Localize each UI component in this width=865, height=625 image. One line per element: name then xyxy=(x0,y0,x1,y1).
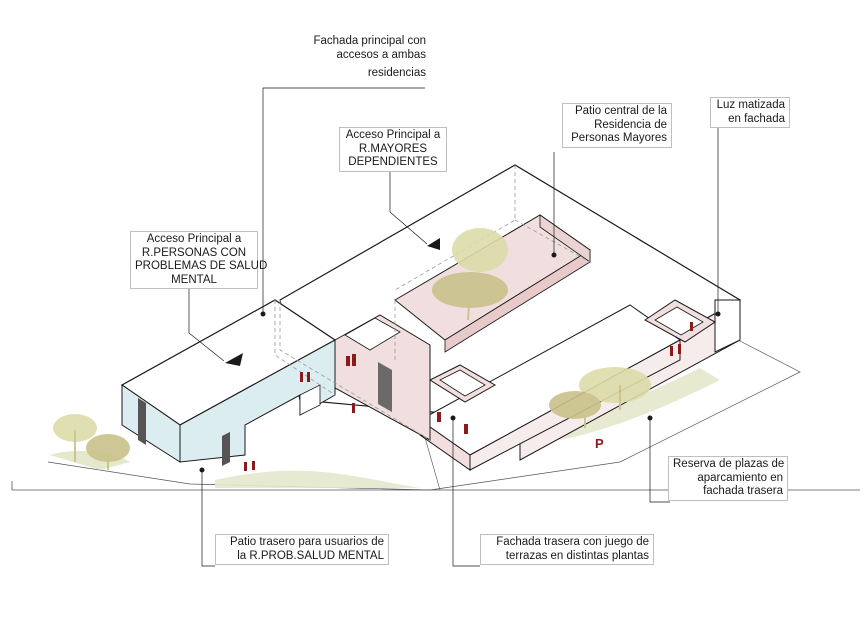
label-luz-matizada: Luz matizada en fachada xyxy=(710,97,790,128)
label-line: la R.PROB.SALUD MENTAL xyxy=(237,549,384,562)
parking-symbol: P xyxy=(595,436,604,451)
label-line: Luz matizada xyxy=(716,99,785,111)
wall-right-end xyxy=(714,299,741,353)
label-acceso-mayores: Acceso Principal a R.MAYORES DEPENDIENTE… xyxy=(339,127,447,172)
label-patio-central: Patio central de la Residencia de Person… xyxy=(562,103,672,148)
label-line: residencias xyxy=(367,67,426,79)
label-line: aparcamiento en xyxy=(697,471,783,484)
label-line: Patio central de la xyxy=(574,105,667,117)
label-line: R.PERSONAS CON xyxy=(141,246,247,259)
access-arrow-salud xyxy=(225,353,243,366)
lawn-front xyxy=(215,470,420,488)
label-reserva-plazas: Reserva de plazas de aparcamiento en fac… xyxy=(668,456,788,501)
label-line: Residencia de xyxy=(594,118,667,131)
label-line: Patio trasero para usuarios de xyxy=(229,536,384,548)
label-fachada-trasera: Fachada trasera con juego de terrazas en… xyxy=(480,534,654,565)
label-line: Acceso Principal a xyxy=(146,233,242,245)
stair-window xyxy=(378,362,392,412)
label-line: Personas Mayores xyxy=(571,132,667,144)
label-line: terrazas en distintas plantas xyxy=(505,549,649,562)
label-line: Acceso Principal a xyxy=(345,129,441,141)
trees xyxy=(53,228,651,470)
label-line: accesos a ambas xyxy=(336,48,427,61)
label-line: en fachada xyxy=(728,112,785,125)
human-figures xyxy=(244,322,693,471)
label-line: PROBLEMAS DE SALUD xyxy=(135,260,268,272)
label-fachada-principal: Fachada principal con accesos a ambas re… xyxy=(300,35,426,81)
label-line: Fachada principal con xyxy=(313,35,426,47)
dashed-volumes xyxy=(274,165,591,441)
leader-dots xyxy=(199,252,721,473)
label-line: fachada trasera xyxy=(703,485,783,497)
site-outline xyxy=(47,339,801,491)
access-arrow-mayores xyxy=(427,238,440,250)
label-line: Reserva de plazas de xyxy=(673,458,785,470)
label-line: R.MAYORES xyxy=(358,142,428,155)
leader-lines xyxy=(188,87,719,567)
label-acceso-salud: Acceso Principal a R.PERSONAS CON PROBLE… xyxy=(130,231,268,289)
label-line: MENTAL xyxy=(171,273,217,286)
label-line: DEPENDIENTES xyxy=(348,156,438,168)
label-line: Fachada trasera con juego de xyxy=(496,536,649,548)
label-patio-trasero: Patio trasero para usuarios de la R.PROB… xyxy=(215,534,389,565)
